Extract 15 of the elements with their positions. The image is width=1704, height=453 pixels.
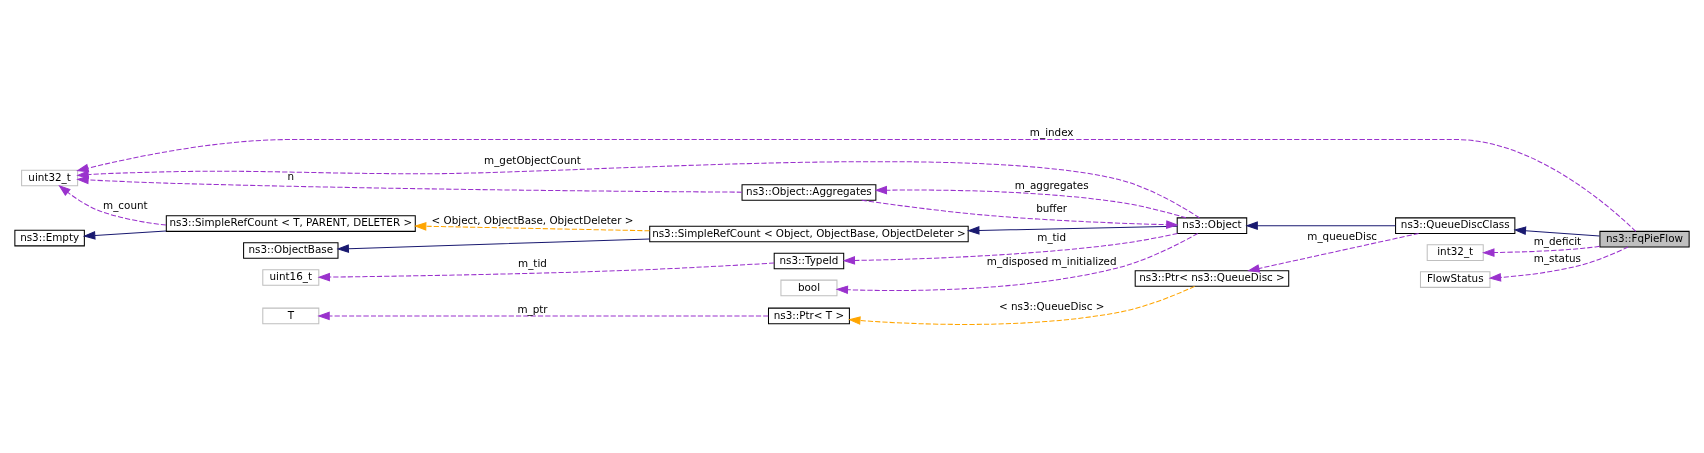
edge-label: buffer [1036,202,1068,215]
edge-label: m_disposed m_initialized [986,255,1117,268]
edge-label: < Object, ObjectBase, ObjectDeleter > [431,213,634,226]
edge-label: m_ptr [517,302,548,315]
edge-label: m_tid [518,257,547,270]
edge-label: m_count [103,199,148,212]
edge-label: m_deficit [1533,235,1582,248]
edge-label: m_queueDisc [1307,230,1377,243]
edge-label: n [287,170,295,183]
edge-label: < ns3::QueueDisc > [998,299,1105,312]
edge-label: m_status [1533,251,1581,264]
edge-label: m_aggregates [1014,179,1089,192]
edge-label: m_tid [1037,231,1067,244]
edge-label: m_getObjectCount [484,154,581,167]
edge-label: m_index [1029,126,1074,139]
